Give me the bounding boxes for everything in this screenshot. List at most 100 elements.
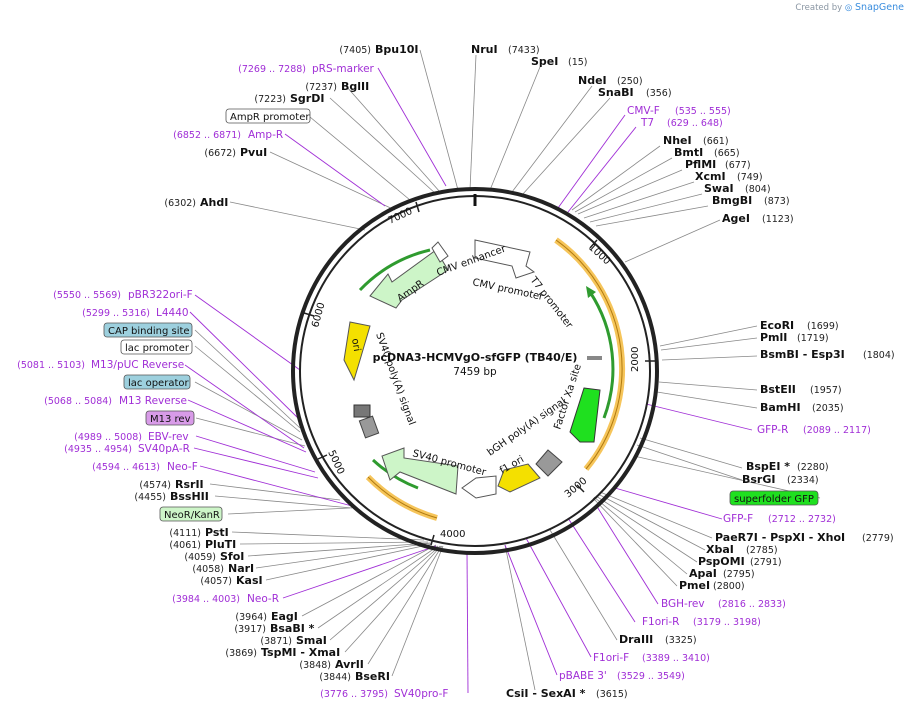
primer-f1ori-r-pos: (3179 .. 3198)	[693, 617, 761, 628]
site-bspei: BspEI *	[746, 460, 790, 473]
site-eagi: EagI	[271, 610, 298, 623]
site-agei-pos: (1123)	[762, 214, 794, 225]
site-pluti-pos: (4061)	[169, 540, 201, 551]
m13-rev-box	[145, 410, 195, 426]
ampr-arrow	[369, 249, 449, 309]
site-xbai: XbaI	[706, 543, 734, 556]
site-bspei-pos: (2280)	[797, 462, 829, 473]
lac-promoter-box	[120, 339, 193, 355]
f1-ori-arrow	[497, 463, 541, 493]
site-bmti: BmtI	[674, 146, 703, 159]
primer-gfp-f-pos: (2712 .. 2732)	[768, 514, 836, 525]
plasmid-length: 7459 bp	[453, 366, 497, 378]
primer-pbr322ori-f: pBR322ori-F	[128, 289, 193, 301]
site-bpu10i: Bpu10I	[375, 43, 419, 56]
site-nhei: NheI	[663, 134, 692, 147]
site-sfoi: SfoI	[220, 550, 244, 563]
site-apai-pos: (2795)	[723, 569, 755, 580]
primer-gfp-f: GFP-F	[723, 513, 753, 525]
site-ahdi-pos: (6302)	[164, 198, 196, 209]
primer-pbr322ori-f-pos: (5550 .. 5569)	[53, 290, 121, 301]
site-bsrgi-pos: (2334)	[787, 475, 819, 486]
site-pspomi: PspOMI	[698, 555, 745, 568]
feature-cap-binding-site: CAP binding site	[108, 326, 190, 337]
primer-ebv-rev-pos: (4989 .. 5008)	[74, 432, 142, 443]
primer-neo-r-pos: (3984 .. 4003)	[172, 594, 240, 605]
primer-sv40pa-r-pos: (4935 .. 4954)	[64, 444, 132, 455]
primer-cmv-f: CMV-F	[627, 105, 660, 117]
site-bseri-pos: (3844)	[319, 672, 351, 683]
site-avrii: AvrII	[335, 658, 364, 671]
superfolder-gfp-box	[729, 490, 819, 506]
neor-kanr-box	[159, 506, 223, 522]
backbone-outer	[291, 187, 659, 555]
site-csii: CsiI - SexAI *	[506, 687, 586, 700]
site-bsshii: BssHII	[170, 490, 209, 503]
site-sgrdi: SgrDI	[290, 92, 324, 105]
primer-amp-r-pos: (6852 .. 6871)	[173, 130, 241, 141]
snapgene-icon: ◎	[844, 3, 853, 13]
site-rsrii-pos: (4574)	[139, 480, 171, 491]
site-sfoi-pos: (4059)	[184, 552, 216, 563]
site-kasi: KasI	[236, 574, 263, 587]
site-apai: ApaI	[689, 567, 717, 580]
feature-ampr-promoter: AmpR promoter	[230, 112, 310, 123]
site-bseri: BseRI	[355, 670, 390, 683]
primer-neo-f-pos: (4594 .. 4613)	[92, 462, 160, 473]
site-bsshii-pos: (4455)	[134, 492, 166, 503]
primer-neo-f: Neo-F	[167, 461, 198, 473]
site-bglii-pos: (7237)	[305, 82, 337, 93]
site-ahdi: AhdI	[200, 196, 228, 209]
site-swai: SwaI	[704, 182, 734, 195]
primer-l4440-pos: (5299 .. 5316)	[82, 308, 150, 319]
site-kasi-pos: (4057)	[200, 576, 232, 587]
site-nari-pos: (4058)	[192, 564, 224, 575]
lac-operator-marker	[353, 404, 371, 418]
primer-ebv-rev: EBV-rev	[148, 431, 189, 443]
primer-cmv-f-pos: (535 .. 555)	[675, 106, 731, 117]
site-nrui: NruI	[471, 43, 498, 56]
primer-m13-reverse: M13 Reverse	[119, 395, 187, 407]
site-bmgbi: BmgBI	[712, 194, 752, 207]
superfolder-gfp-arrow	[569, 387, 601, 443]
site-csii-pos: (3615)	[596, 689, 628, 700]
feature-lac-operator: lac operator	[128, 378, 189, 389]
primer-t7: T7	[640, 117, 654, 129]
primer-labels: (7269 .. 7288) pRS-marker (6852 .. 6871)…	[17, 63, 871, 700]
site-smai: SmaI	[296, 634, 327, 647]
site-tspmi-pos: (3869)	[225, 648, 257, 659]
plasmid-name: pcDNA3-HCMVgO-sfGFP (TB40/E)	[373, 351, 578, 364]
primer-prs-marker: pRS-marker	[312, 63, 375, 75]
site-bamhi: BamHI	[760, 401, 801, 414]
site-tspmi: TspMI - XmaI	[261, 646, 340, 659]
site-bsabi-pos: (3917)	[234, 624, 266, 635]
site-spei-pos: (15)	[568, 57, 588, 68]
primer-m13-reverse-pos: (5068 .. 5084)	[44, 396, 112, 407]
site-bpu10i-pos: (7405)	[339, 45, 371, 56]
factor-xa-marker	[587, 356, 602, 360]
site-bglii: BglII	[341, 80, 369, 93]
tick-5000: 5000	[325, 449, 346, 477]
primer-amp-r: Amp-R	[248, 129, 283, 141]
ampr-inner-arc	[358, 248, 431, 292]
gfp-arc-head	[586, 286, 596, 298]
site-draiii: DraIII	[619, 633, 653, 646]
tick-marks	[303, 201, 655, 546]
site-snabi-pos: (356)	[646, 88, 672, 99]
primer-t7-pos: (629 .. 648)	[667, 118, 723, 129]
site-swai-pos: (804)	[745, 184, 771, 195]
feature-m13-rev: M13 rev	[150, 414, 191, 425]
primer-f1ori-r: F1ori-R	[642, 616, 679, 628]
site-bmgbi-pos: (873)	[764, 196, 790, 207]
primer-pbabe-3: pBABE 3'	[559, 670, 607, 682]
primer-m13-puc-reverse: M13/pUC Reverse	[91, 359, 184, 371]
site-nhei-pos: (661)	[703, 136, 729, 147]
site-draiii-pos: (3325)	[665, 635, 697, 646]
primer-pbabe-3-pos: (3529 .. 3549)	[617, 671, 685, 682]
boxed-feature-labels: AmpR promoter CAP binding site lac promo…	[103, 108, 819, 522]
primer-m13-puc-reverse-pos: (5081 .. 5103)	[17, 360, 85, 371]
site-bmti-pos: (665)	[714, 148, 740, 159]
primer-f1ori-f: F1ori-F	[593, 652, 629, 664]
cap-binding-site-box	[103, 322, 193, 338]
feat-ori: ori	[349, 338, 362, 353]
